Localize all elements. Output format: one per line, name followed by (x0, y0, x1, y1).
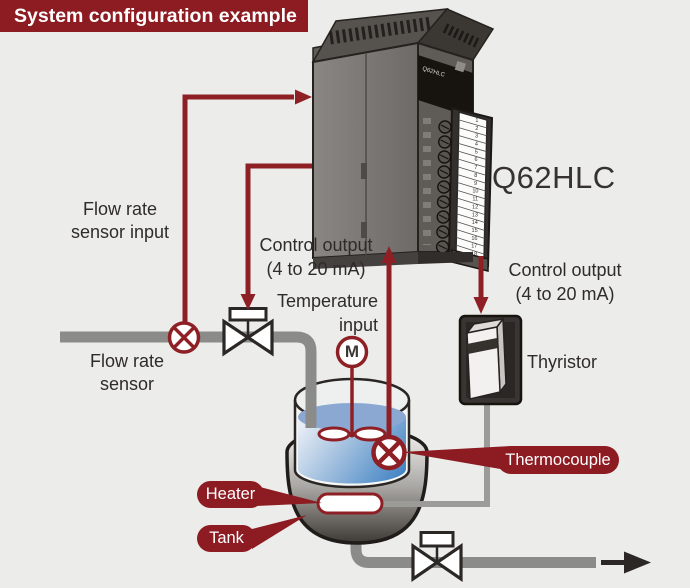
outlet-valve-symbol (411, 531, 463, 583)
control-output-thyristor-arrow-head (473, 297, 489, 314)
svg-text:3: 3 (475, 134, 478, 140)
motor-letter: M (344, 342, 360, 361)
svg-text:6: 6 (475, 157, 478, 163)
svg-text:17: 17 (471, 244, 477, 250)
module-slot-upper (361, 163, 367, 179)
heater-wire (380, 400, 490, 507)
svg-text:15: 15 (472, 228, 478, 234)
callout-thermocouple: Thermocouple (497, 446, 619, 474)
svg-text:4: 4 (475, 142, 478, 148)
flow-input-signal-line (182, 94, 294, 323)
outlet-pipe (350, 528, 596, 568)
title-text: System configuration example (14, 5, 297, 27)
motor-symbol (335, 335, 369, 369)
module-name-label: Q62HLC (492, 160, 616, 195)
label-flow-rate-sensor: Flow rate sensor (89, 351, 165, 394)
svg-text:5: 5 (475, 149, 478, 155)
thyristor-device (458, 314, 523, 406)
svg-text:16: 16 (471, 236, 477, 242)
control-output-valve-line (245, 163, 312, 294)
inlet-pipe (60, 331, 317, 428)
flow-sensor-symbol (167, 321, 201, 354)
svg-text:14: 14 (472, 220, 478, 226)
label-control-output-to-valve: Control output (4 to 20 mA) (259, 235, 373, 279)
module-vent-slots (329, 16, 433, 45)
svg-text:18: 18 (471, 252, 477, 258)
label-control-output-to-thyristor: Control output (4 to 20 mA) (508, 260, 622, 304)
label-temperature-input: Temperature input (276, 291, 378, 335)
callout-heater: Heater (197, 481, 264, 508)
svg-text:11: 11 (472, 197, 478, 203)
svg-text:7: 7 (474, 165, 477, 171)
module-slot-lower (361, 222, 367, 238)
svg-text:2: 2 (475, 126, 478, 132)
callout-tank: Tank (197, 525, 256, 552)
heater-pointer (256, 486, 322, 506)
module-base-right (418, 252, 473, 264)
label-flow-rate-sensor-input: Flow rate sensor input (70, 199, 170, 242)
flow-input-arrow-head (295, 89, 312, 105)
temperature-input-arrow-head (381, 246, 397, 263)
stirrer-propeller (317, 426, 387, 442)
module-led-block (454, 61, 466, 73)
module-vent-slots-right (442, 23, 480, 48)
title-banner: System configuration example (0, 0, 308, 32)
label-thyristor: Thyristor (527, 352, 598, 372)
thermocouple-symbol (371, 434, 407, 471)
svg-text:9: 9 (474, 181, 477, 187)
flow-direction-arrow-head (624, 551, 651, 574)
svg-text:1: 1 (475, 118, 478, 124)
svg-text:10: 10 (472, 189, 478, 195)
thermocouple-pointer (402, 446, 512, 471)
inner-tank-outline (293, 400, 411, 489)
control-output-valve-arrow-head (240, 294, 256, 310)
svg-text:13: 13 (472, 212, 478, 218)
tank-pointer (252, 515, 307, 549)
heater-element (316, 492, 384, 515)
svg-text:12: 12 (472, 204, 478, 210)
terminal-screws (435, 120, 452, 254)
svg-text:8: 8 (474, 173, 477, 179)
